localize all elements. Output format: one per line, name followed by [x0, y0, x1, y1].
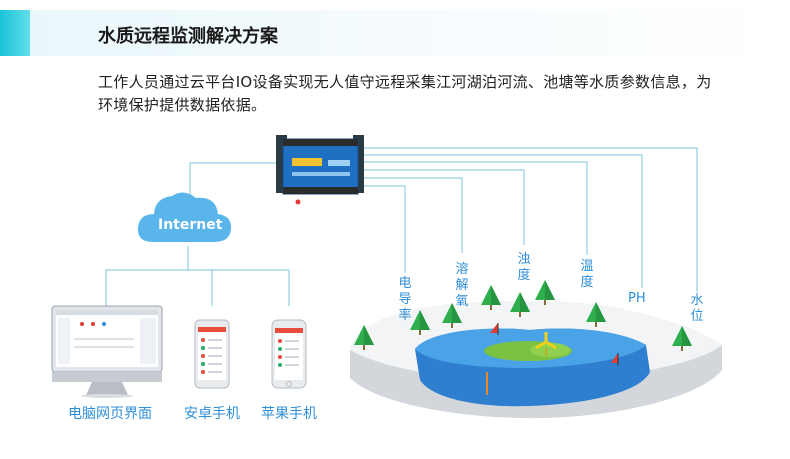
windmill-icon [535, 332, 557, 356]
io-device [276, 135, 364, 205]
android-phone [194, 319, 230, 389]
sensor-label-dissolved-oxygen: 溶解氧 [455, 262, 469, 309]
pc-monitor [51, 305, 163, 398]
trees [354, 280, 692, 351]
tree-icon [354, 325, 374, 350]
iphone [271, 319, 307, 389]
sensor-label-temperature: 温度 [580, 259, 594, 290]
header-band [30, 10, 790, 56]
tree-icon [481, 285, 501, 310]
tree-icon [535, 280, 555, 305]
client-label-android: 安卓手机 [184, 406, 240, 422]
connection-lines [105, 147, 698, 306]
tree-icon [586, 302, 606, 327]
tree-icon [442, 303, 462, 328]
sensor-label-water-level: 水位 [690, 293, 704, 324]
header-accent-bar [0, 10, 30, 56]
sensor-label-ph: PH [628, 291, 646, 306]
tree-icon [510, 292, 530, 317]
tree-icon [672, 326, 692, 351]
sensor-label-turbidity: 浊度 [517, 252, 531, 283]
sensor-label-conductivity: 电导率 [398, 276, 412, 323]
boat-icon [490, 323, 619, 366]
client-label-iphone: 苹果手机 [261, 406, 317, 422]
internet-cloud [137, 192, 232, 242]
tree-icon [410, 310, 430, 335]
client-label-pc: 电脑网页界面 [68, 406, 152, 422]
internet-label: Internet [158, 217, 223, 233]
lake-island [350, 300, 722, 419]
page-title: 水质远程监测解决方案 [98, 26, 278, 47]
page-description: 工作人员通过云平台IO设备实现无人值守远程采集江河湖泊河流、池塘等水质参数信息，… [98, 73, 712, 114]
